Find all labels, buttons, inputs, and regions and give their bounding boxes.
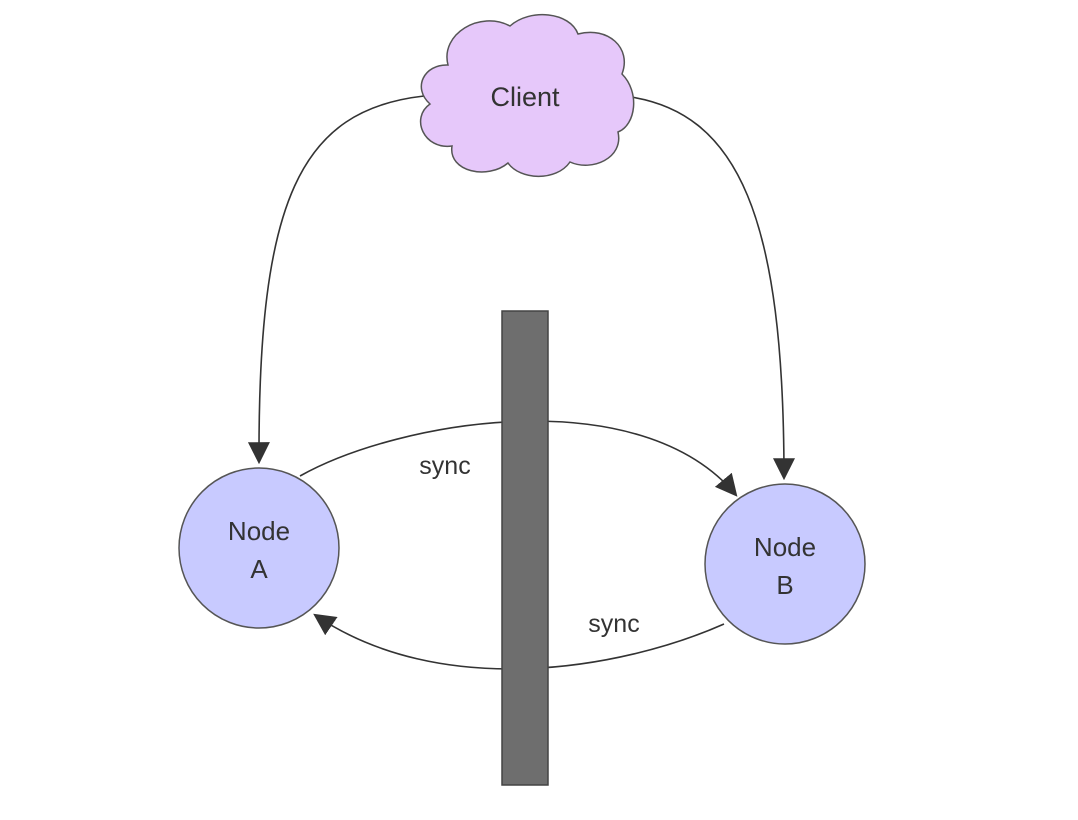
node-a-label-line2: A — [250, 554, 268, 584]
node-b-circle — [704, 483, 866, 645]
sync-a-to-b-label: sync — [419, 452, 470, 480]
cloud-shape — [419, 13, 635, 178]
node-b-label-line2: B — [776, 570, 793, 600]
node-a: Node A — [178, 467, 340, 629]
sync-b-to-a-label: sync — [588, 610, 639, 638]
client-to-node-b-arrow — [623, 95, 795, 481]
node-b-label-line1: Node — [754, 532, 816, 562]
node-b: Node B — [704, 483, 866, 645]
client-label: Client — [490, 82, 560, 112]
node-a-label-line1: Node — [228, 516, 290, 546]
client-cloud: Client — [419, 13, 635, 178]
node-a-circle — [178, 467, 340, 629]
client-to-node-a-arrow — [247, 95, 425, 465]
network-partition-bar — [501, 310, 549, 786]
